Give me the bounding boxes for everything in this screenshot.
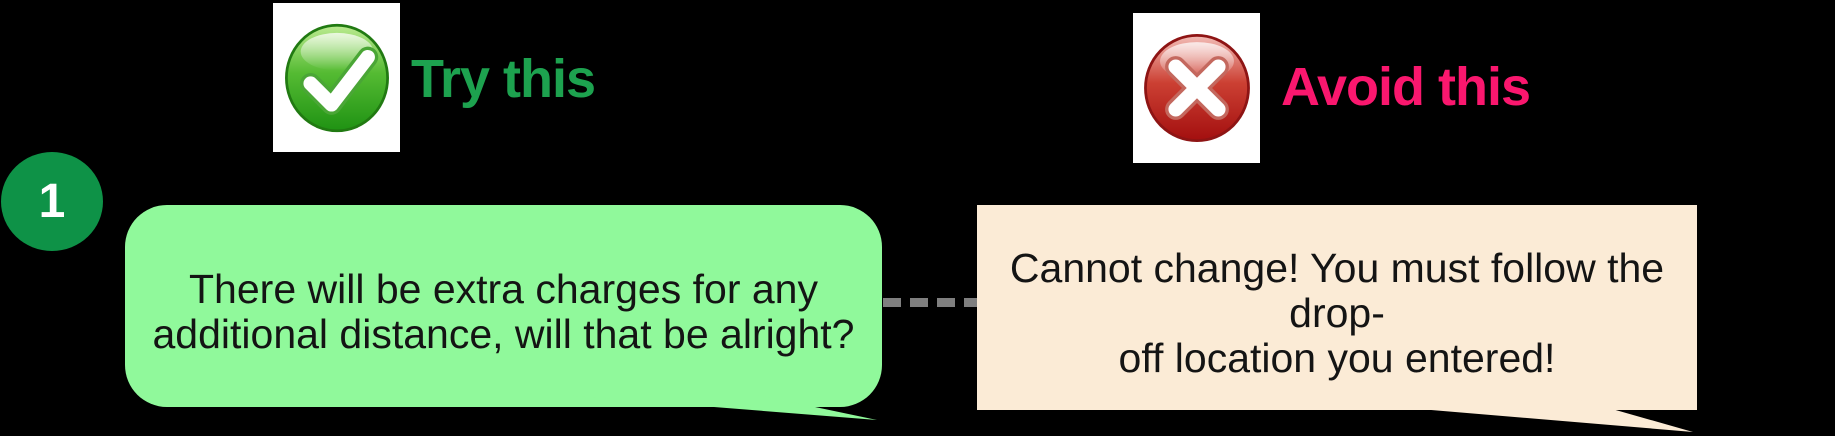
good-example-bubble: There will be extra charges for any addi…: [125, 205, 882, 407]
try-this-heading: Try this: [411, 49, 596, 109]
bad-bubble-tail: [1300, 399, 1693, 432]
bad-bubble-text-line1: Cannot change! You must follow the drop-: [1009, 245, 1665, 336]
bad-example-bubble: Cannot change! You must follow the drop-…: [977, 205, 1697, 410]
good-bubble-tail: [563, 395, 877, 420]
avoid-this-heading: Avoid this: [1281, 57, 1531, 117]
step-number: 1: [38, 175, 66, 228]
check-icon: [284, 23, 389, 132]
check-icon-box: [273, 3, 400, 152]
good-bubble-text-line1: There will be extra charges for any: [189, 266, 818, 312]
step-number-badge: 1: [1, 152, 103, 251]
cross-icon-box: [1133, 13, 1260, 163]
cross-icon: [1143, 33, 1250, 143]
connector-dashed-line: [883, 298, 977, 307]
bad-bubble-text-line2: off location you entered!: [1118, 335, 1556, 381]
good-bubble-text-line2: additional distance, will that be alrigh…: [152, 311, 855, 357]
